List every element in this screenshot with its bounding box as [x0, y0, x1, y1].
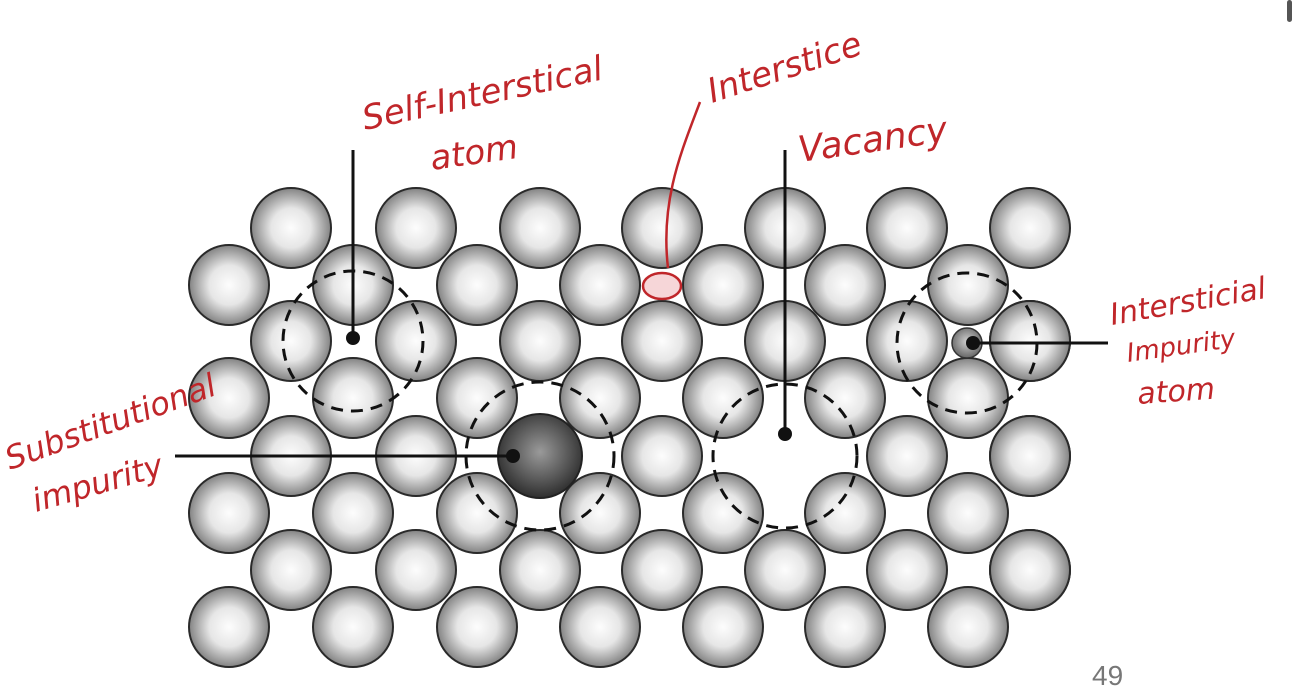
lattice-atom: [436, 586, 518, 668]
vacancy-dot: [778, 427, 792, 441]
lattice-atom: [989, 415, 1071, 497]
interstice-label: Interstice: [702, 24, 866, 111]
lattice-atom: [927, 244, 1009, 326]
lattice-atom: [866, 187, 948, 269]
lattice-atom: [559, 244, 641, 326]
interstitial-impurity-label-line3: atom: [1136, 372, 1216, 412]
lattice-atom: [621, 300, 703, 382]
lattice-atom: [804, 357, 886, 439]
lattice-atom: [312, 472, 394, 554]
self-interstitial-label-line2: atom: [428, 127, 521, 179]
lattice-atom: [866, 529, 948, 611]
lattice-atom: [188, 586, 270, 668]
lattice-atom: [436, 244, 518, 326]
substitutional-distortion-circle: [464, 380, 616, 532]
lattice-atom: [989, 529, 1071, 611]
lattice-atom: [436, 357, 518, 439]
lattice-atom: [312, 586, 394, 668]
vacancy-distortion-circle: [711, 382, 859, 530]
lattice-atom: [499, 187, 581, 269]
lattice-atom: [621, 415, 703, 497]
lattice-atom: [927, 586, 1009, 668]
lattice-atom: [559, 357, 641, 439]
lattice-atom: [682, 244, 764, 326]
interstitial-impurity-label-line2: Impurity: [1125, 324, 1238, 369]
lattice-atom: [188, 357, 270, 439]
lattice-atom: [989, 300, 1071, 382]
lattice-atom: [499, 529, 581, 611]
lattice-atom: [250, 300, 332, 382]
scrollbar-thumb[interactable]: [1287, 0, 1292, 22]
lattice-atom: [499, 300, 581, 382]
lattice-atom: [927, 472, 1009, 554]
lattice-atom: [559, 586, 641, 668]
lattice-atoms: [188, 187, 1071, 668]
vacancy-label: Vacancy: [796, 109, 951, 171]
lattice-atom: [989, 187, 1071, 269]
lattice-atom: [250, 187, 332, 269]
lattice-atom: [436, 472, 518, 554]
lattice-atom: [375, 300, 457, 382]
interstitial-impurity-dot: [966, 336, 980, 350]
lattice-atom: [621, 529, 703, 611]
substitutional-dot: [506, 449, 520, 463]
page-number: 49: [1092, 660, 1124, 691]
lattice-atom: [188, 472, 270, 554]
lattice-atom: [927, 357, 1009, 439]
lattice-atom: [375, 187, 457, 269]
lattice-atom: [250, 529, 332, 611]
pointer-dots: [346, 331, 980, 463]
pointer-lines: [175, 150, 1108, 458]
lattice-atom: [866, 300, 948, 382]
self-interstitial-label-line1: Self-Interstical: [359, 49, 607, 139]
lattice-atom: [375, 529, 457, 611]
lattice-atom: [866, 415, 948, 497]
lattice-atom: [744, 529, 826, 611]
lattice-atom: [682, 586, 764, 668]
lattice-atom: [682, 472, 764, 554]
lattice-atom: [804, 586, 886, 668]
interstice-marker: [641, 271, 683, 301]
lattice-atom: [804, 244, 886, 326]
defect-markers: [175, 101, 1108, 532]
lattice-atom: [804, 472, 886, 554]
self-interstitial-dot: [346, 331, 360, 345]
lattice-atom: [312, 357, 394, 439]
lattice-atom: [682, 357, 764, 439]
lattice-atom: [559, 472, 641, 554]
lattice-atom: [188, 244, 270, 326]
interstice-leader: [665, 101, 702, 269]
interstitial-impurity-label-line1: Intersticial: [1107, 271, 1269, 333]
lattice-atom: [621, 187, 703, 269]
